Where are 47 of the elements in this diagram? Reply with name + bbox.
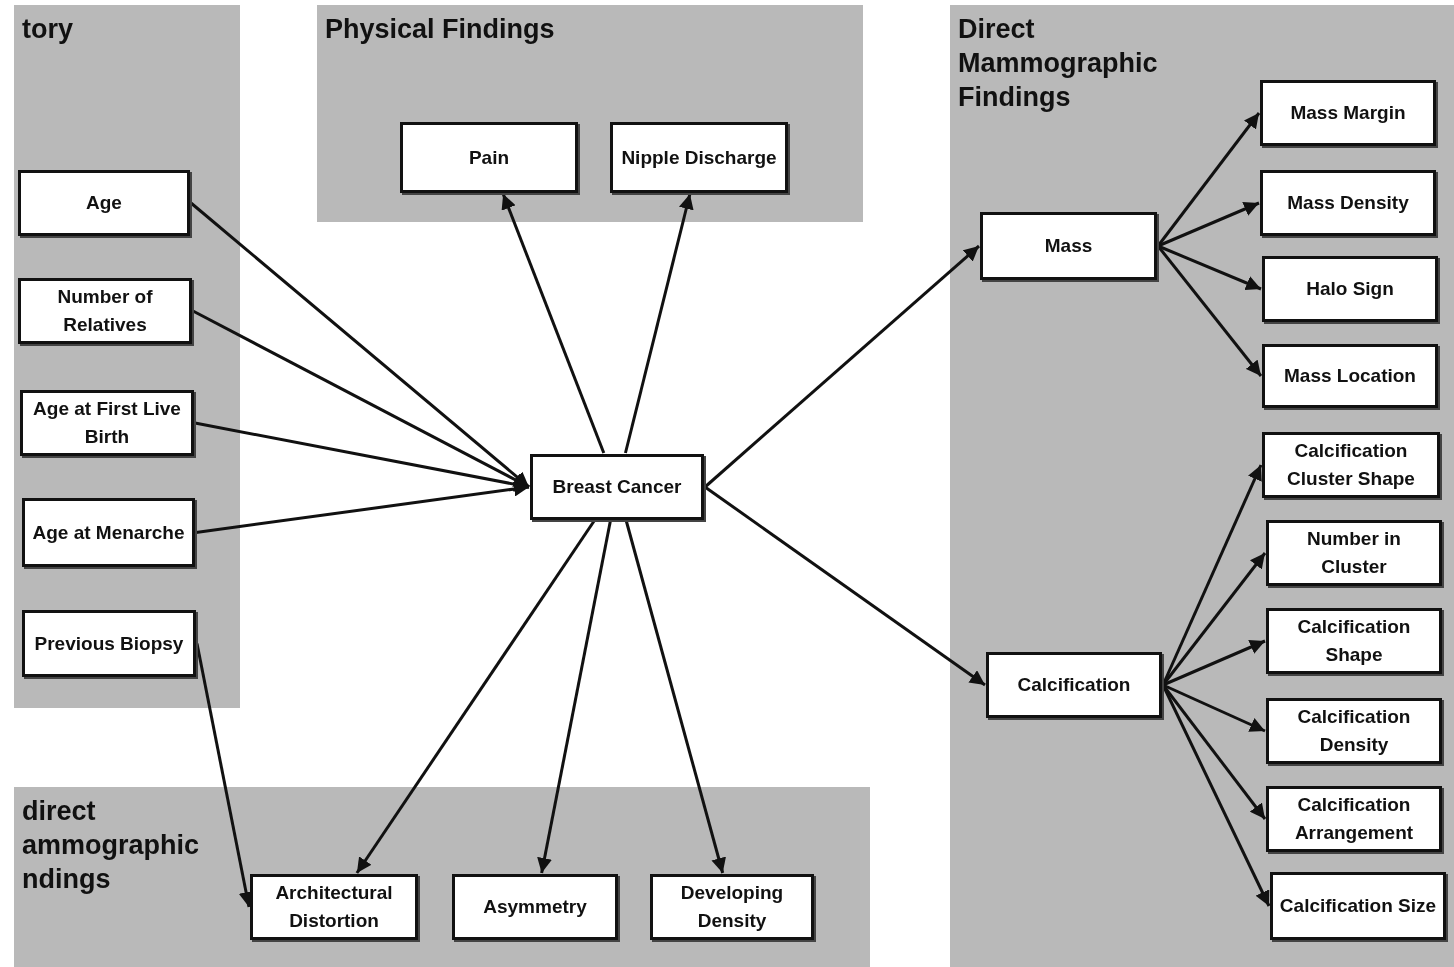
group-band (950, 5, 1454, 967)
arrow (501, 193, 606, 454)
variable-box: Nipple Discharge (610, 122, 788, 193)
group-band (14, 787, 870, 967)
arrow (537, 520, 612, 874)
variable-box: Asymmetry (452, 874, 618, 940)
variable-box: Number of Relatives (18, 278, 192, 344)
variable-box: Calcification Cluster Shape (1262, 432, 1440, 498)
arrow (1157, 201, 1260, 248)
arrow (1162, 639, 1266, 687)
variable-box: Calcification Size (1270, 872, 1446, 940)
arrow (192, 309, 530, 489)
arrow (1156, 245, 1263, 377)
variable-box: Architectural Distortion (250, 874, 418, 940)
variable-box: Mass Density (1260, 170, 1436, 236)
variable-box: Previous Biopsy (22, 610, 196, 677)
arrow (1157, 244, 1262, 291)
arrow (704, 485, 986, 687)
arrow (1156, 112, 1261, 247)
variable-box: Pain (400, 122, 578, 193)
variable-box: Developing Density (650, 874, 814, 940)
variable-box: Mass Margin (1260, 80, 1436, 146)
arrow (190, 201, 530, 489)
group-band (14, 5, 240, 708)
arrow (195, 481, 530, 534)
arrow (624, 193, 694, 454)
variable-box: Calcification Density (1266, 698, 1442, 764)
variable-box: Age (18, 170, 190, 236)
variable-box: Mass Location (1262, 344, 1438, 408)
group-band (317, 5, 863, 222)
variable-box: Halo Sign (1262, 256, 1438, 322)
arrow (1162, 683, 1266, 733)
arrow (704, 244, 980, 489)
group-heading: Direct Mammographic Findings (958, 13, 1159, 114)
variable-box: Breast Cancer (530, 454, 704, 520)
variable-box: Age at Menarche (22, 498, 195, 567)
arrow (624, 520, 726, 874)
arrow (355, 520, 596, 874)
variable-box: Calcification (986, 652, 1162, 718)
variable-box: Calcification Arrangement (1266, 786, 1442, 852)
variable-box: Number in Cluster (1266, 520, 1442, 586)
group-heading: Physical Findings (325, 13, 555, 46)
variable-box: Calcification Shape (1266, 608, 1442, 674)
variable-box: Mass (980, 212, 1157, 280)
group-heading: tory (22, 13, 74, 46)
variable-box: Age at First Live Birth (20, 390, 194, 456)
group-heading: direct ammographic ndings (22, 795, 201, 896)
